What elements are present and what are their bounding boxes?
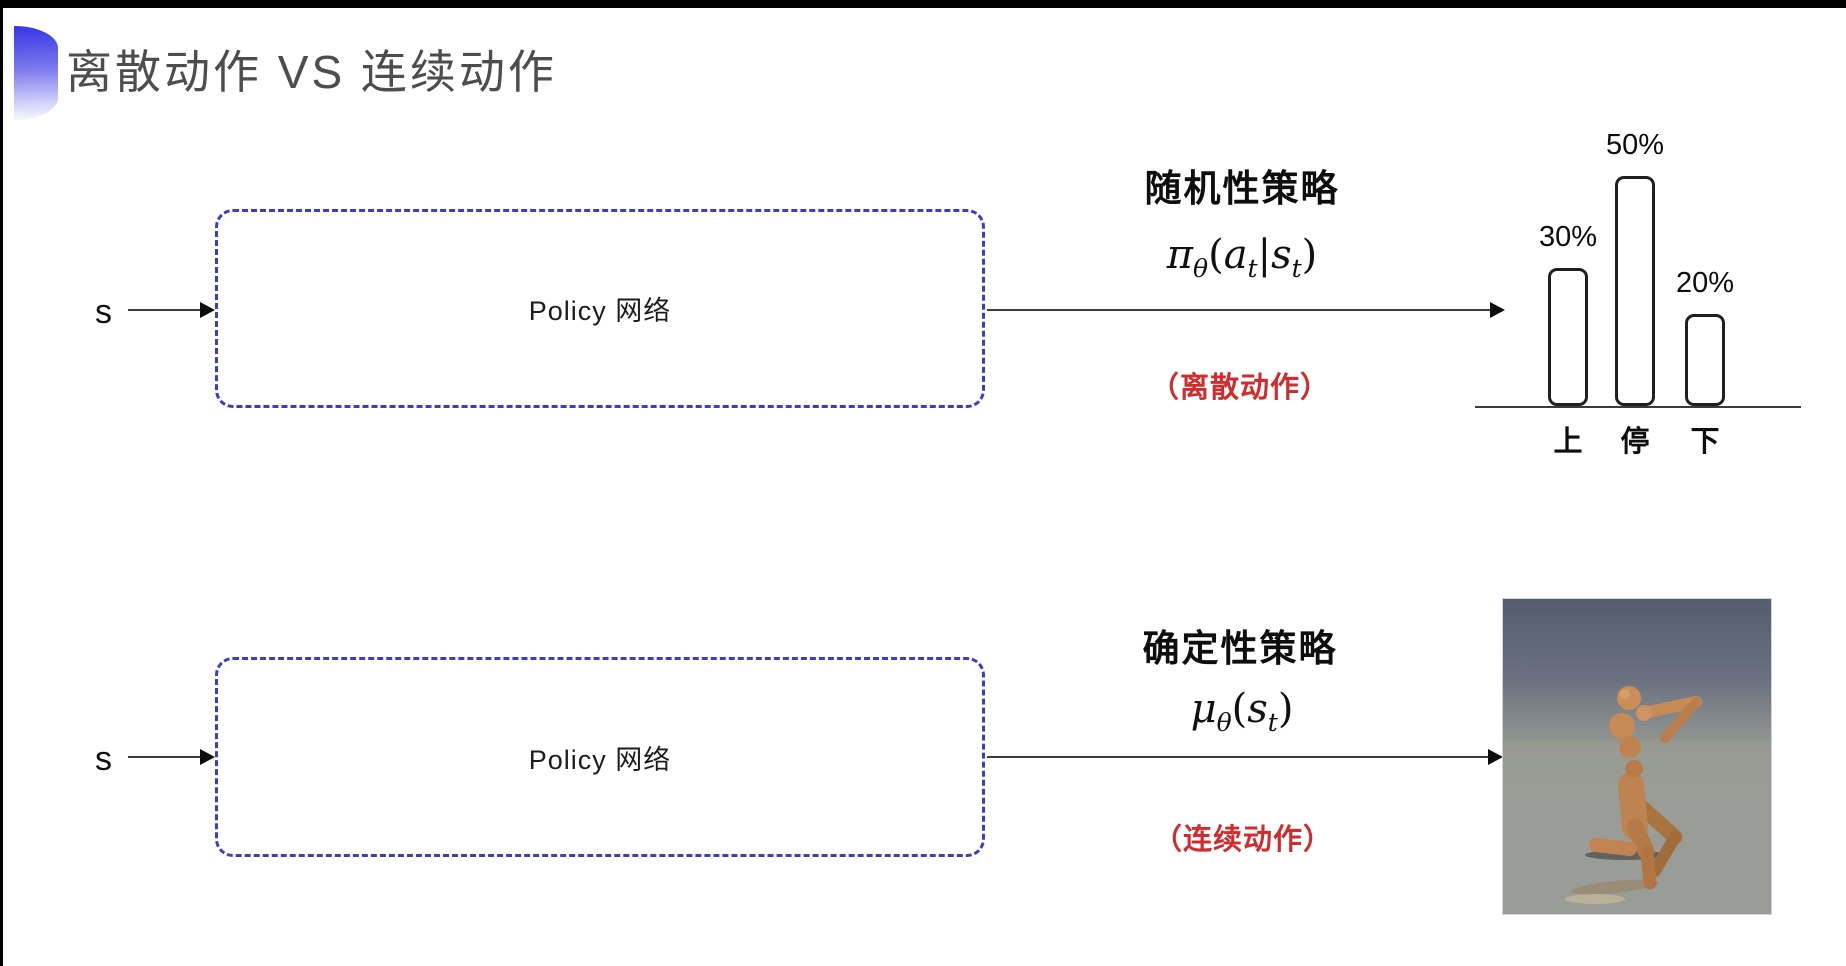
action-bar-chart: 30% 上 50% 停 20% 下 xyxy=(1475,100,1801,470)
policy-network-label: Policy 网络 xyxy=(528,296,672,326)
bar-value-label: 20% xyxy=(1675,267,1735,299)
input-arrow-top xyxy=(128,302,215,318)
continuous-action-note: （连续动作） xyxy=(1152,824,1333,856)
arrow-head-icon xyxy=(200,302,215,318)
arrow-shaft xyxy=(987,309,1491,311)
bar-category-label: 停 xyxy=(1620,426,1650,458)
policy-network-label: Policy 网络 xyxy=(528,744,672,775)
arrow-shaft xyxy=(128,309,201,311)
arrow-head-icon xyxy=(200,749,215,765)
input-arrow-bottom xyxy=(128,749,215,765)
bar-value-label: 50% xyxy=(1605,129,1665,161)
humanoid-robot-image xyxy=(1502,598,1772,915)
arrow-shaft xyxy=(987,756,1489,758)
bar-category-label: 上 xyxy=(1553,426,1583,458)
stochastic-policy-formula: πθ(at|st) xyxy=(1166,232,1318,283)
left-frame-bar xyxy=(0,0,3,966)
arrow-shaft xyxy=(128,756,201,758)
discrete-action-note: （离散动作） xyxy=(1149,372,1330,404)
arrow-head-icon xyxy=(1490,302,1505,318)
deterministic-policy-formula: μθ(st) xyxy=(1190,686,1294,737)
probability-bar xyxy=(1685,314,1725,406)
probability-bar xyxy=(1548,268,1588,406)
top-frame-bar xyxy=(0,0,1846,8)
page-title: 离散动作 VS 连续动作 xyxy=(66,46,557,98)
output-arrow-bottom xyxy=(987,749,1503,765)
probability-bar xyxy=(1615,176,1655,406)
stochastic-policy-title: 随机性策略 xyxy=(1144,168,1340,209)
state-input-label-top: s xyxy=(95,293,112,331)
policy-network-box-bottom: Policy 网络 xyxy=(215,657,985,857)
bar-value-label: 30% xyxy=(1538,221,1598,253)
policy-network-box-top: Policy 网络 xyxy=(215,209,985,408)
title-bullet-icon xyxy=(14,26,58,120)
sky-background xyxy=(1503,599,1771,745)
deterministic-policy-title: 确定性策略 xyxy=(1142,628,1338,669)
chart-baseline xyxy=(1475,406,1801,408)
bar-category-label: 下 xyxy=(1690,426,1720,458)
humanoid-figure xyxy=(1565,686,1702,904)
arrow-head-icon xyxy=(1488,749,1503,765)
output-arrow-top xyxy=(987,302,1505,318)
state-input-label-bottom: s xyxy=(95,740,112,778)
